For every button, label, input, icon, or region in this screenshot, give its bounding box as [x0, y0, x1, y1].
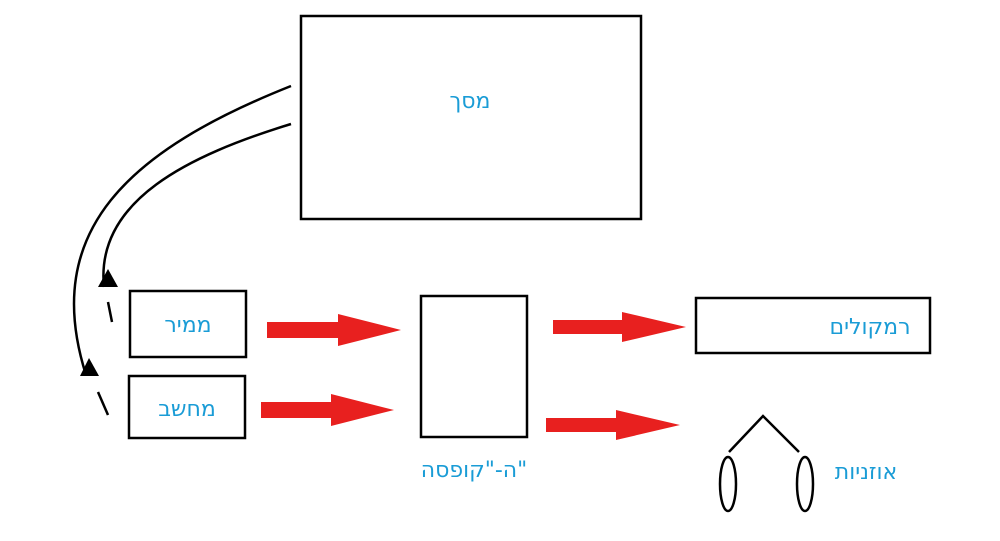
speakers-node: רמקולים	[694, 296, 932, 355]
cable-line	[72, 84, 292, 376]
cable-computer-to-screen	[72, 84, 292, 416]
arrow-shape	[553, 312, 686, 342]
cable-line	[106, 301, 114, 323]
computer-node: מחשב	[127, 374, 247, 440]
computer-box	[127, 374, 247, 440]
headphones-node: אוזניות	[718, 414, 898, 513]
arrow-shape	[261, 394, 394, 426]
converter-label: ממיר	[164, 313, 211, 338]
converter-box	[128, 289, 248, 359]
cable-arrowhead	[80, 358, 99, 376]
speakers-label: רמקולים	[830, 315, 911, 340]
arrow-box-to-headphones	[546, 410, 680, 440]
headphones-left-cup	[718, 455, 738, 513]
headphones-label: אוזניות	[835, 460, 898, 485]
headphones-right-cup	[795, 455, 815, 513]
arrow-shape	[546, 410, 680, 440]
box-node: ה-"קופסה"	[419, 294, 529, 483]
speakers-box	[694, 296, 932, 355]
screen-box	[299, 14, 643, 221]
screen-node: מסך	[299, 14, 643, 221]
converter-node: ממיר	[128, 289, 248, 359]
cable-line	[96, 391, 110, 416]
cable-arrowhead	[98, 269, 118, 287]
box-label: ה-"קופסה"	[421, 458, 528, 483]
screen-label: מסך	[449, 89, 490, 114]
computer-label: מחשב	[158, 397, 216, 422]
headphones-icon	[718, 414, 815, 513]
arrow-shape	[267, 314, 401, 346]
arrow-converter-to-box	[267, 314, 401, 346]
arrow-box-to-speakers	[553, 312, 686, 342]
arrow-computer-to-box	[261, 394, 394, 426]
box-rect	[419, 294, 529, 439]
cable-line	[102, 122, 292, 288]
headphones-band	[728, 414, 800, 453]
cable-converter-to-screen	[98, 122, 292, 323]
